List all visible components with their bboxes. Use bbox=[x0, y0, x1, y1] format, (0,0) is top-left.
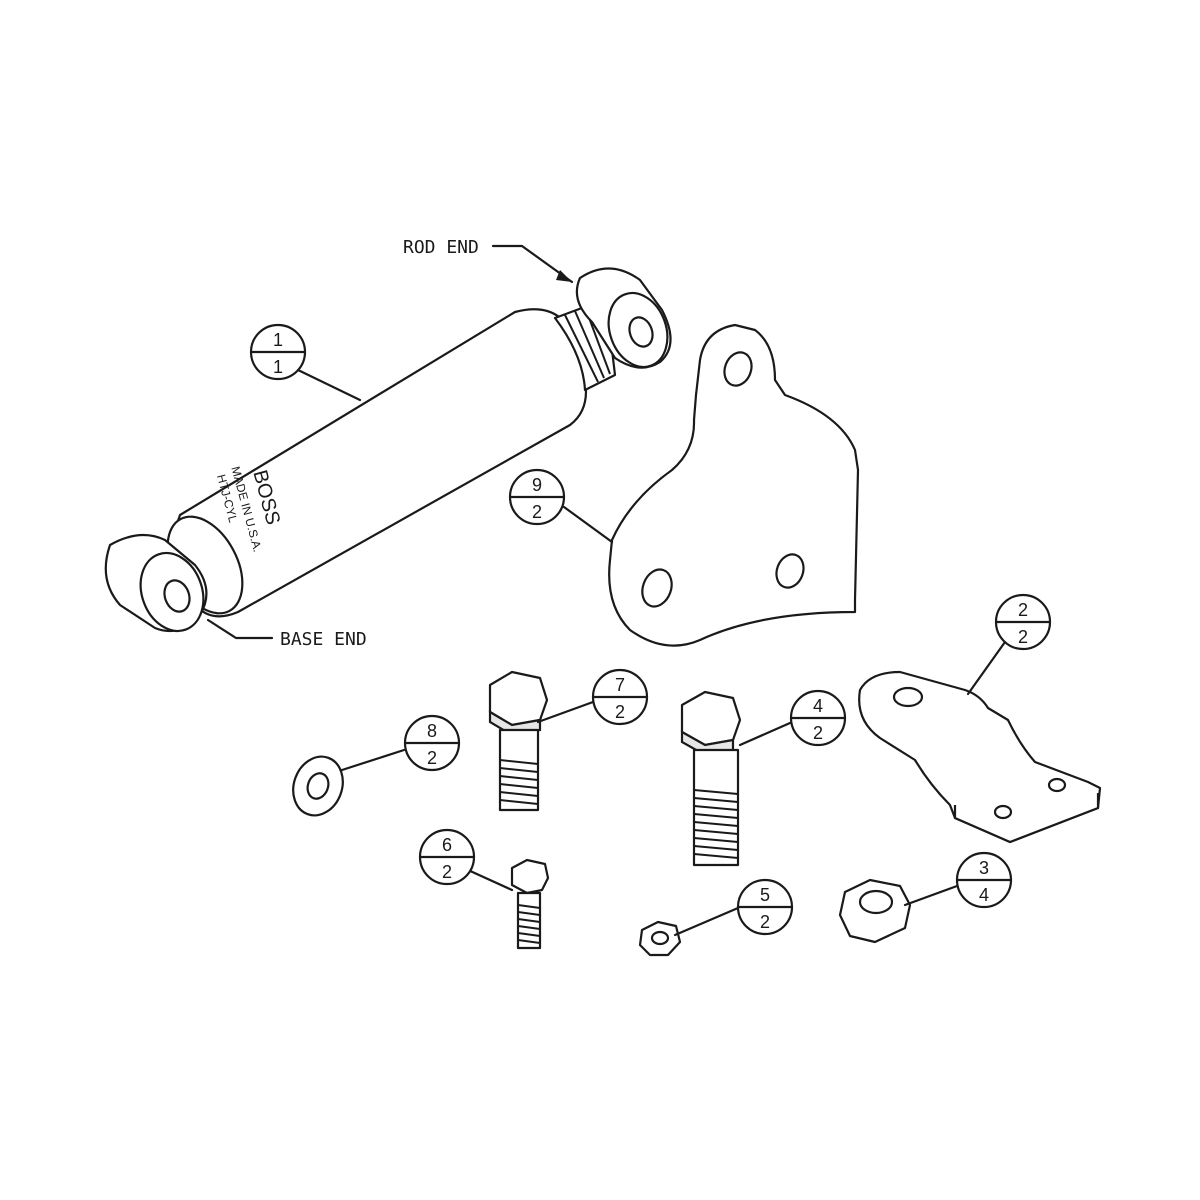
callout-quantity: 2 bbox=[760, 912, 770, 932]
callout-quantity: 2 bbox=[1018, 627, 1028, 647]
hex-bolt-small bbox=[510, 858, 550, 950]
rod-end-arrow bbox=[556, 270, 572, 282]
callout-item-number: 4 bbox=[813, 696, 823, 716]
callout-item-5: 5 2 bbox=[736, 878, 794, 936]
callout-item-number: 5 bbox=[760, 885, 770, 905]
small-nut bbox=[638, 920, 682, 957]
callout-item-1: 1 1 bbox=[249, 323, 307, 381]
callout-item-4: 4 2 bbox=[789, 689, 847, 747]
callout-item-number: 3 bbox=[979, 858, 989, 878]
callout-item-number: 9 bbox=[532, 475, 542, 495]
callout-quantity: 1 bbox=[273, 357, 283, 377]
flat-washer bbox=[292, 755, 344, 817]
callout-quantity: 2 bbox=[813, 723, 823, 743]
hex-bolt-large-b bbox=[680, 690, 742, 867]
callout-quantity: 2 bbox=[427, 748, 437, 768]
callout-quantity: 2 bbox=[615, 702, 625, 722]
callout-item-9: 9 2 bbox=[508, 468, 566, 526]
callout-item-6: 6 2 bbox=[418, 828, 476, 886]
callout-item-number: 1 bbox=[273, 330, 283, 350]
callout-leaders bbox=[296, 368, 1007, 937]
callout-item-number: 6 bbox=[442, 835, 452, 855]
callout-item-8: 8 2 bbox=[403, 714, 461, 772]
callout-item-number: 7 bbox=[615, 675, 625, 695]
mounting-plate bbox=[608, 323, 860, 647]
rod-end-leader bbox=[491, 244, 574, 284]
base-end-leader bbox=[206, 618, 274, 640]
hex-bolt-large-a bbox=[488, 670, 549, 812]
callout-item-2: 2 2 bbox=[994, 593, 1052, 651]
callout-balloons: 1 1 9 2 2 2 7 2 4 2 bbox=[249, 323, 1052, 936]
angle-bracket bbox=[858, 670, 1102, 844]
shock-absorber: BOSS MADE IN U.S.A. HTJ-CYL bbox=[104, 267, 672, 633]
base-end-label: BASE END bbox=[280, 629, 367, 650]
rod-end-label: ROD END bbox=[403, 237, 479, 258]
callout-item-3: 3 4 bbox=[955, 851, 1013, 909]
callout-item-number: 8 bbox=[427, 721, 437, 741]
callout-quantity: 2 bbox=[532, 502, 542, 522]
large-nut bbox=[838, 878, 912, 944]
callout-quantity: 4 bbox=[979, 885, 989, 905]
callout-quantity: 2 bbox=[442, 862, 452, 882]
callout-item-number: 2 bbox=[1018, 600, 1028, 620]
callout-item-7: 7 2 bbox=[591, 668, 649, 726]
